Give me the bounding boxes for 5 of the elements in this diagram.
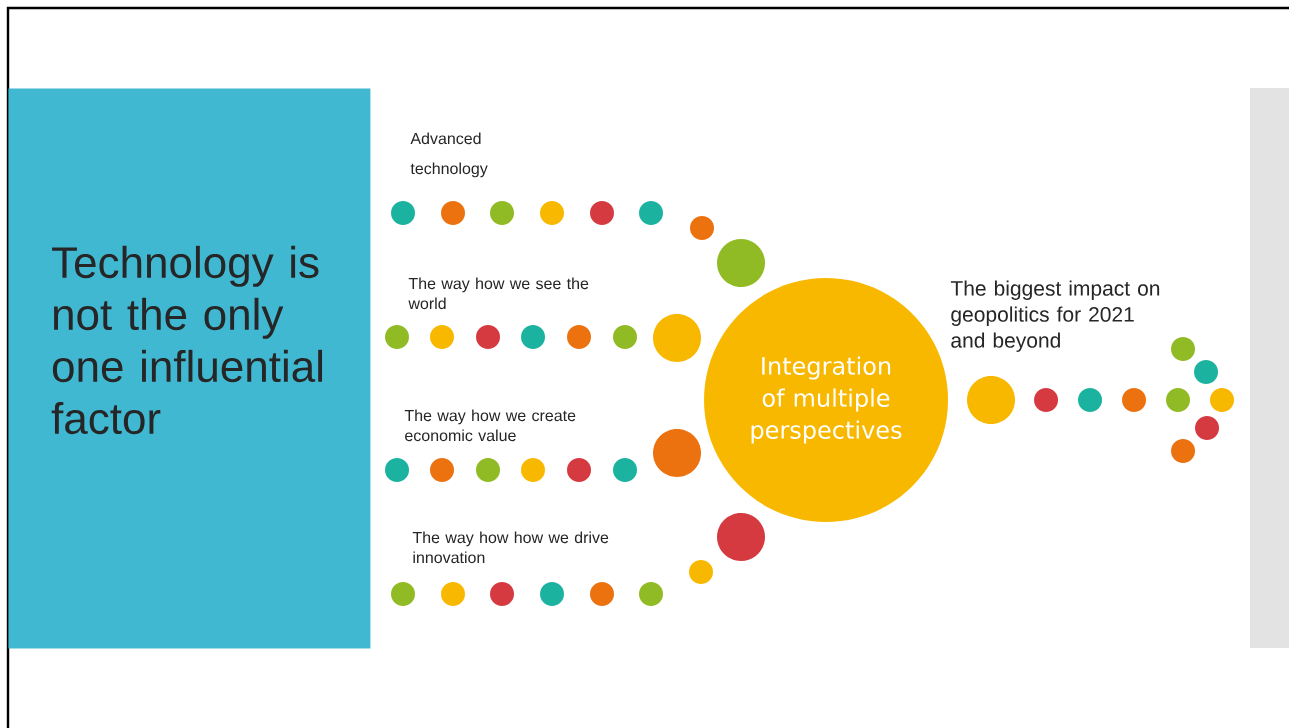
caption-text: The way how we see the world [408,277,589,310]
title-panel: Technology is not the only one influential factor [8,88,371,649]
caption-text: The way how we create economic value [404,409,576,442]
caption-text: The way how how we drive innovation [412,531,609,564]
caption-text: Advanced technology [410,132,488,178]
